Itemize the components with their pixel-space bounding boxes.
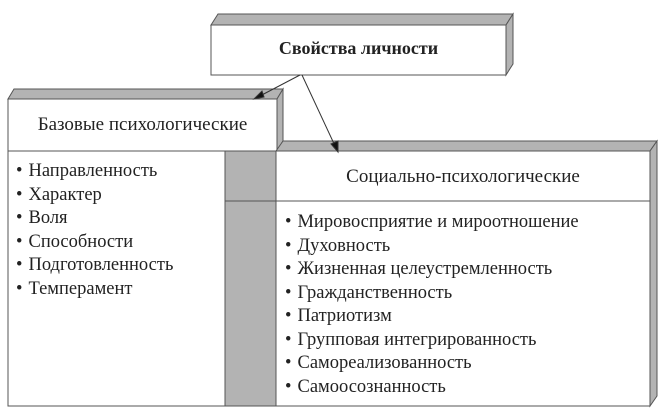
social-header-label: Социально-психологические bbox=[346, 166, 580, 187]
list-item: Темперамент bbox=[16, 278, 173, 302]
list-item: Характер bbox=[16, 184, 173, 208]
root-box bbox=[210, 24, 507, 76]
list-item: Жизненная целеустремленность bbox=[285, 258, 579, 282]
list-item: Групповая интегрированность bbox=[285, 329, 579, 353]
arrow-to-base bbox=[257, 74, 301, 98]
base-box-shadow-strip bbox=[224, 150, 277, 407]
arrow-head-base bbox=[252, 90, 265, 100]
root-title: Свойства личности bbox=[278, 38, 439, 58]
social-properties-list: Мировосприятие и мироотношение Духовност… bbox=[285, 211, 579, 400]
base-box-header bbox=[7, 98, 278, 152]
base-properties-list: Направленность Характер Воля Способности… bbox=[16, 160, 173, 301]
social-box-header bbox=[275, 150, 651, 202]
list-item: Направленность bbox=[16, 160, 173, 184]
root-box-top-bevel bbox=[210, 13, 514, 26]
list-item: Гражданственность bbox=[285, 282, 579, 306]
list-item: Способности bbox=[16, 231, 173, 255]
list-item: Мировосприятие и мироотношение bbox=[285, 211, 578, 235]
base-header-label: Базовые психологические bbox=[37, 114, 248, 135]
list-item: Самореализованность bbox=[285, 352, 579, 376]
arrow-head-social bbox=[330, 140, 339, 154]
list-item: Духовность bbox=[285, 235, 579, 259]
list-item: Патриотизм bbox=[285, 305, 579, 329]
root-box-side-bevel bbox=[505, 12, 514, 77]
list-item: Подготовленность bbox=[16, 254, 173, 278]
list-item: Воля bbox=[16, 207, 173, 231]
arrow-to-social bbox=[301, 74, 337, 149]
social-box-side-bevel bbox=[649, 139, 658, 408]
list-item: Самоосознанность bbox=[285, 376, 579, 400]
base-box-top-bevel bbox=[7, 88, 284, 100]
